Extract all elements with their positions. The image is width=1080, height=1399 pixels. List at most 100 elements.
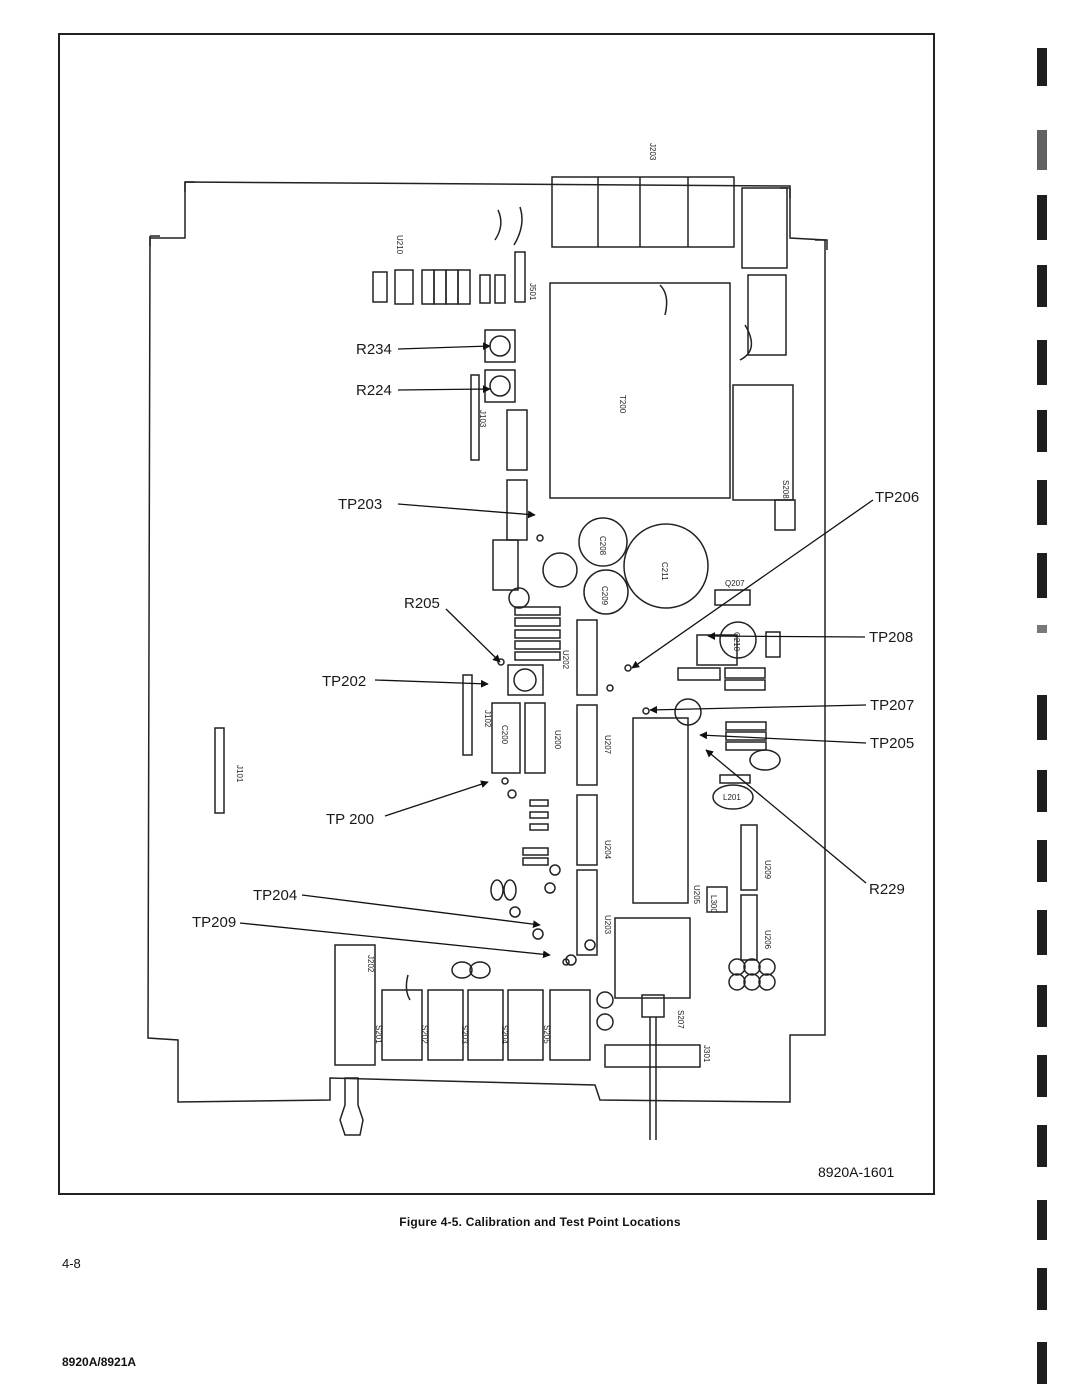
u203-module bbox=[614, 917, 691, 999]
t200-transformer bbox=[549, 282, 731, 499]
label-j102: J102 bbox=[483, 710, 492, 728]
label-u206: U206 bbox=[763, 930, 772, 950]
callout-r224: R224 bbox=[356, 382, 392, 399]
label-s208: S208 bbox=[781, 480, 790, 499]
label-u203: U203 bbox=[603, 915, 612, 935]
callout-tp206: TP206 bbox=[875, 489, 920, 506]
callout-tp200: TP 200 bbox=[326, 811, 375, 828]
label-j101: J101 bbox=[235, 765, 244, 783]
binder-mark bbox=[1037, 910, 1047, 955]
binder-mark bbox=[1037, 770, 1047, 812]
binder-mark bbox=[1037, 340, 1047, 385]
callout-r234: R234 bbox=[356, 341, 392, 358]
callout-tp204: TP204 bbox=[253, 887, 298, 904]
label-c210: C210 bbox=[732, 632, 741, 652]
label-q207: Q207 bbox=[725, 579, 745, 588]
binder-mark bbox=[1037, 1125, 1047, 1167]
board-outline bbox=[147, 181, 826, 1103]
leader-tp206 bbox=[631, 499, 874, 669]
u210 bbox=[394, 269, 414, 305]
leader-tp208 bbox=[707, 632, 866, 640]
label-u204: U204 bbox=[603, 840, 612, 860]
leader-r224 bbox=[397, 385, 491, 393]
j202-switch bbox=[334, 944, 376, 1066]
j203-connector bbox=[551, 176, 735, 248]
j103-header bbox=[470, 374, 480, 461]
label-s205: S205 bbox=[542, 1025, 551, 1044]
callout-tp202: TP202 bbox=[322, 673, 367, 690]
leader-r234 bbox=[397, 342, 491, 351]
label-u207: U207 bbox=[603, 735, 612, 755]
leader-r229 bbox=[705, 749, 867, 884]
leader-r205 bbox=[445, 608, 501, 663]
label-j203: J203 bbox=[648, 143, 657, 161]
label-j202: J202 bbox=[366, 955, 375, 973]
leader-tp204 bbox=[301, 894, 541, 928]
binder-mark bbox=[1037, 985, 1047, 1027]
label-c208: C208 bbox=[598, 536, 607, 556]
j301-connector bbox=[604, 1044, 701, 1068]
label-s204: S204 bbox=[500, 1025, 509, 1044]
binder-mark bbox=[1037, 195, 1047, 240]
binder-mark bbox=[1037, 130, 1047, 170]
callout-tp209: TP209 bbox=[192, 914, 237, 931]
j501-header bbox=[514, 251, 526, 303]
label-c211: C211 bbox=[660, 562, 669, 581]
s202-switch bbox=[427, 989, 464, 1061]
callout-tp207: TP207 bbox=[870, 697, 915, 714]
figure-frame bbox=[58, 33, 935, 1195]
document-model: 8920A/8921A bbox=[62, 1355, 137, 1369]
label-c200: C200 bbox=[500, 725, 509, 745]
binder-mark bbox=[1037, 1342, 1047, 1384]
label-s203: S203 bbox=[460, 1025, 469, 1044]
binder-mark bbox=[1037, 410, 1047, 452]
leader-tp207 bbox=[649, 704, 867, 714]
j102-header bbox=[462, 674, 473, 756]
label-u205: U205 bbox=[692, 885, 701, 905]
callout-r205: R205 bbox=[404, 595, 440, 612]
binder-mark bbox=[1037, 840, 1047, 882]
label-t200: T200 bbox=[618, 395, 627, 414]
label-u210: U210 bbox=[395, 235, 404, 255]
s205-switch bbox=[549, 989, 591, 1061]
leader-tp203 bbox=[397, 503, 536, 519]
binder-mark bbox=[1037, 625, 1047, 633]
figure-caption: Figure 4-5. Calibration and Test Point L… bbox=[399, 1215, 681, 1229]
label-j301: J301 bbox=[702, 1045, 711, 1063]
c211-capacitor bbox=[623, 523, 709, 609]
binder-mark bbox=[1037, 480, 1047, 525]
binder-mark bbox=[1037, 265, 1047, 307]
callout-tp208: TP208 bbox=[869, 629, 914, 646]
c208-capacitor bbox=[578, 517, 628, 567]
label-u209: U209 bbox=[763, 860, 772, 880]
s208-switch bbox=[732, 384, 794, 501]
s201-switch bbox=[381, 989, 423, 1061]
leader-tp202 bbox=[374, 679, 489, 688]
c210-capacitor bbox=[719, 621, 757, 659]
label-c209: C209 bbox=[600, 586, 609, 606]
s203-switch bbox=[467, 989, 504, 1061]
leader-tp200 bbox=[384, 780, 489, 817]
label-j103: J103 bbox=[478, 410, 487, 428]
leader-tp209 bbox=[239, 922, 551, 959]
label-s202: S202 bbox=[420, 1025, 429, 1044]
page-number: 4-8 bbox=[62, 1256, 81, 1271]
label-l300: L300 bbox=[709, 895, 718, 913]
j101-header bbox=[214, 727, 225, 814]
callout-tp205: TP205 bbox=[870, 735, 915, 752]
binder-mark bbox=[1037, 695, 1047, 740]
binder-mark bbox=[1037, 48, 1047, 86]
label-u202: U202 bbox=[561, 650, 570, 670]
label-u200: U200 bbox=[553, 730, 562, 750]
binder-mark bbox=[1037, 1268, 1047, 1310]
binder-mark bbox=[1037, 1200, 1047, 1240]
leader-tp205 bbox=[699, 731, 867, 744]
label-l201: L201 bbox=[723, 793, 741, 802]
label-j501: J501 bbox=[528, 283, 537, 301]
large-ic bbox=[632, 717, 689, 904]
binder-mark bbox=[1037, 553, 1047, 598]
callout-tp203: TP203 bbox=[338, 496, 383, 513]
binder-mark bbox=[1037, 1055, 1047, 1097]
s204-switch bbox=[507, 989, 544, 1061]
